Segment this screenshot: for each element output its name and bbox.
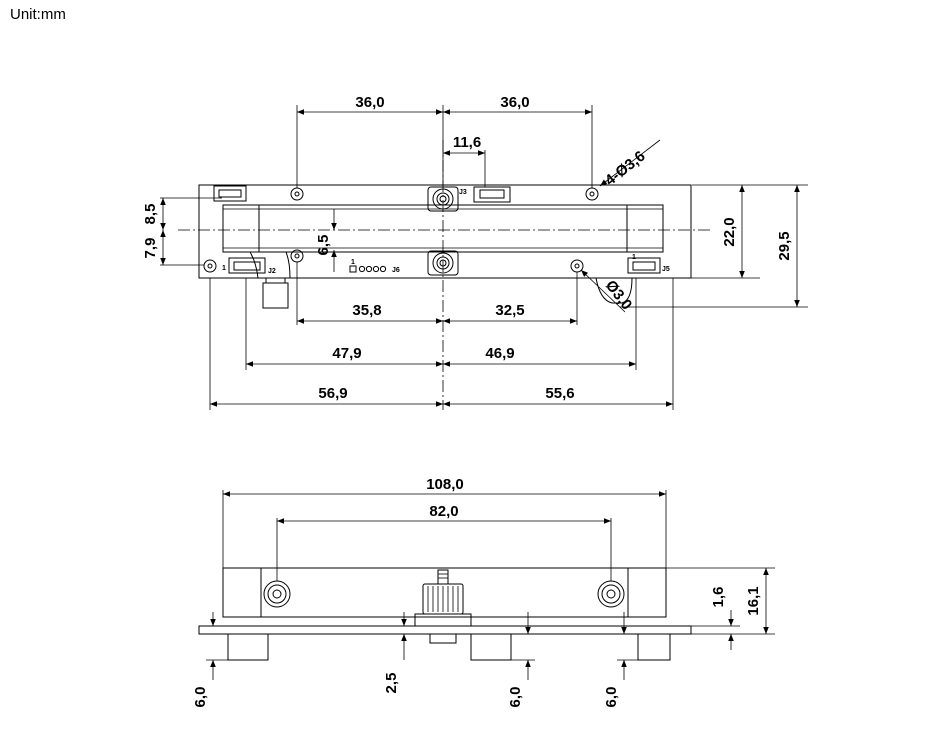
dim-hole-small: Ø3,0 [602,277,635,313]
side-view: 108,0 82,0 1,6 16,1 6,0 2,5 6,0 6,0 [192,476,775,707]
dim-h85: 8,5 [142,204,159,225]
header-j6 [349,265,357,273]
dim-hole-left: 36,0 [355,94,384,111]
dim-v25: 2,5 [383,673,400,694]
side-foot-mid [470,633,512,661]
side-pcb [198,625,692,635]
side-foot-right [637,633,671,661]
label-j3: J3 [459,189,467,196]
knob-base [414,613,472,627]
connector-j2 [228,257,266,274]
standoff-bottom [427,250,459,276]
pcb-board [198,184,692,279]
dim-mid: 11,6 [453,134,481,151]
dim-b469: 46,9 [485,345,514,362]
mount-hole [203,259,217,273]
dim-holes: 4-Ø3,6 [602,148,649,190]
connector-top-left [213,185,247,202]
dim-v60b: 6,0 [507,687,524,708]
side-foot-left [227,633,269,661]
dim-h220: 22,0 [721,217,738,246]
label-pin1-j5: 1 [632,254,636,261]
dim-b556: 55,6 [545,385,574,402]
label-pin1-j6: 1 [351,259,355,266]
dim-b358: 35,8 [352,302,381,319]
dim-b569: 56,9 [318,385,347,402]
side-end-cap-left [222,567,262,618]
foot-right [595,277,633,304]
screw-shaft [437,569,449,585]
connector-j3 [473,186,511,203]
connector-j5 [627,257,661,274]
label-j2: J2 [268,268,276,275]
dim-h161: 16,1 [745,586,762,615]
knob-nut [429,633,457,644]
dim-v60a: 6,0 [192,687,209,708]
dim-h16: 1,6 [710,587,727,608]
label-j6: J6 [392,267,400,274]
side-end-cap-right [627,567,667,618]
dim-h65: 6,5 [315,235,332,256]
label-j5: J5 [662,266,670,273]
end-cap-right [626,204,664,253]
dim-v60c: 6,0 [603,687,620,708]
dim-b479: 47,9 [332,345,361,362]
dim-h295: 29,5 [776,231,793,260]
foot-left [262,282,289,309]
top-view: J3 J2 1 J5 1 J6 1 [142,94,808,410]
unit-label: Unit:mm [10,6,66,23]
dim-pitch: 82,0 [429,503,458,520]
dim-h79: 7,9 [142,238,159,259]
dim-b325: 32,5 [495,302,524,319]
label-pin1-j2: 1 [222,265,226,272]
end-cap-left [222,204,260,253]
dim-overall: 108,0 [426,476,464,493]
dim-hole-right: 36,0 [500,94,529,111]
